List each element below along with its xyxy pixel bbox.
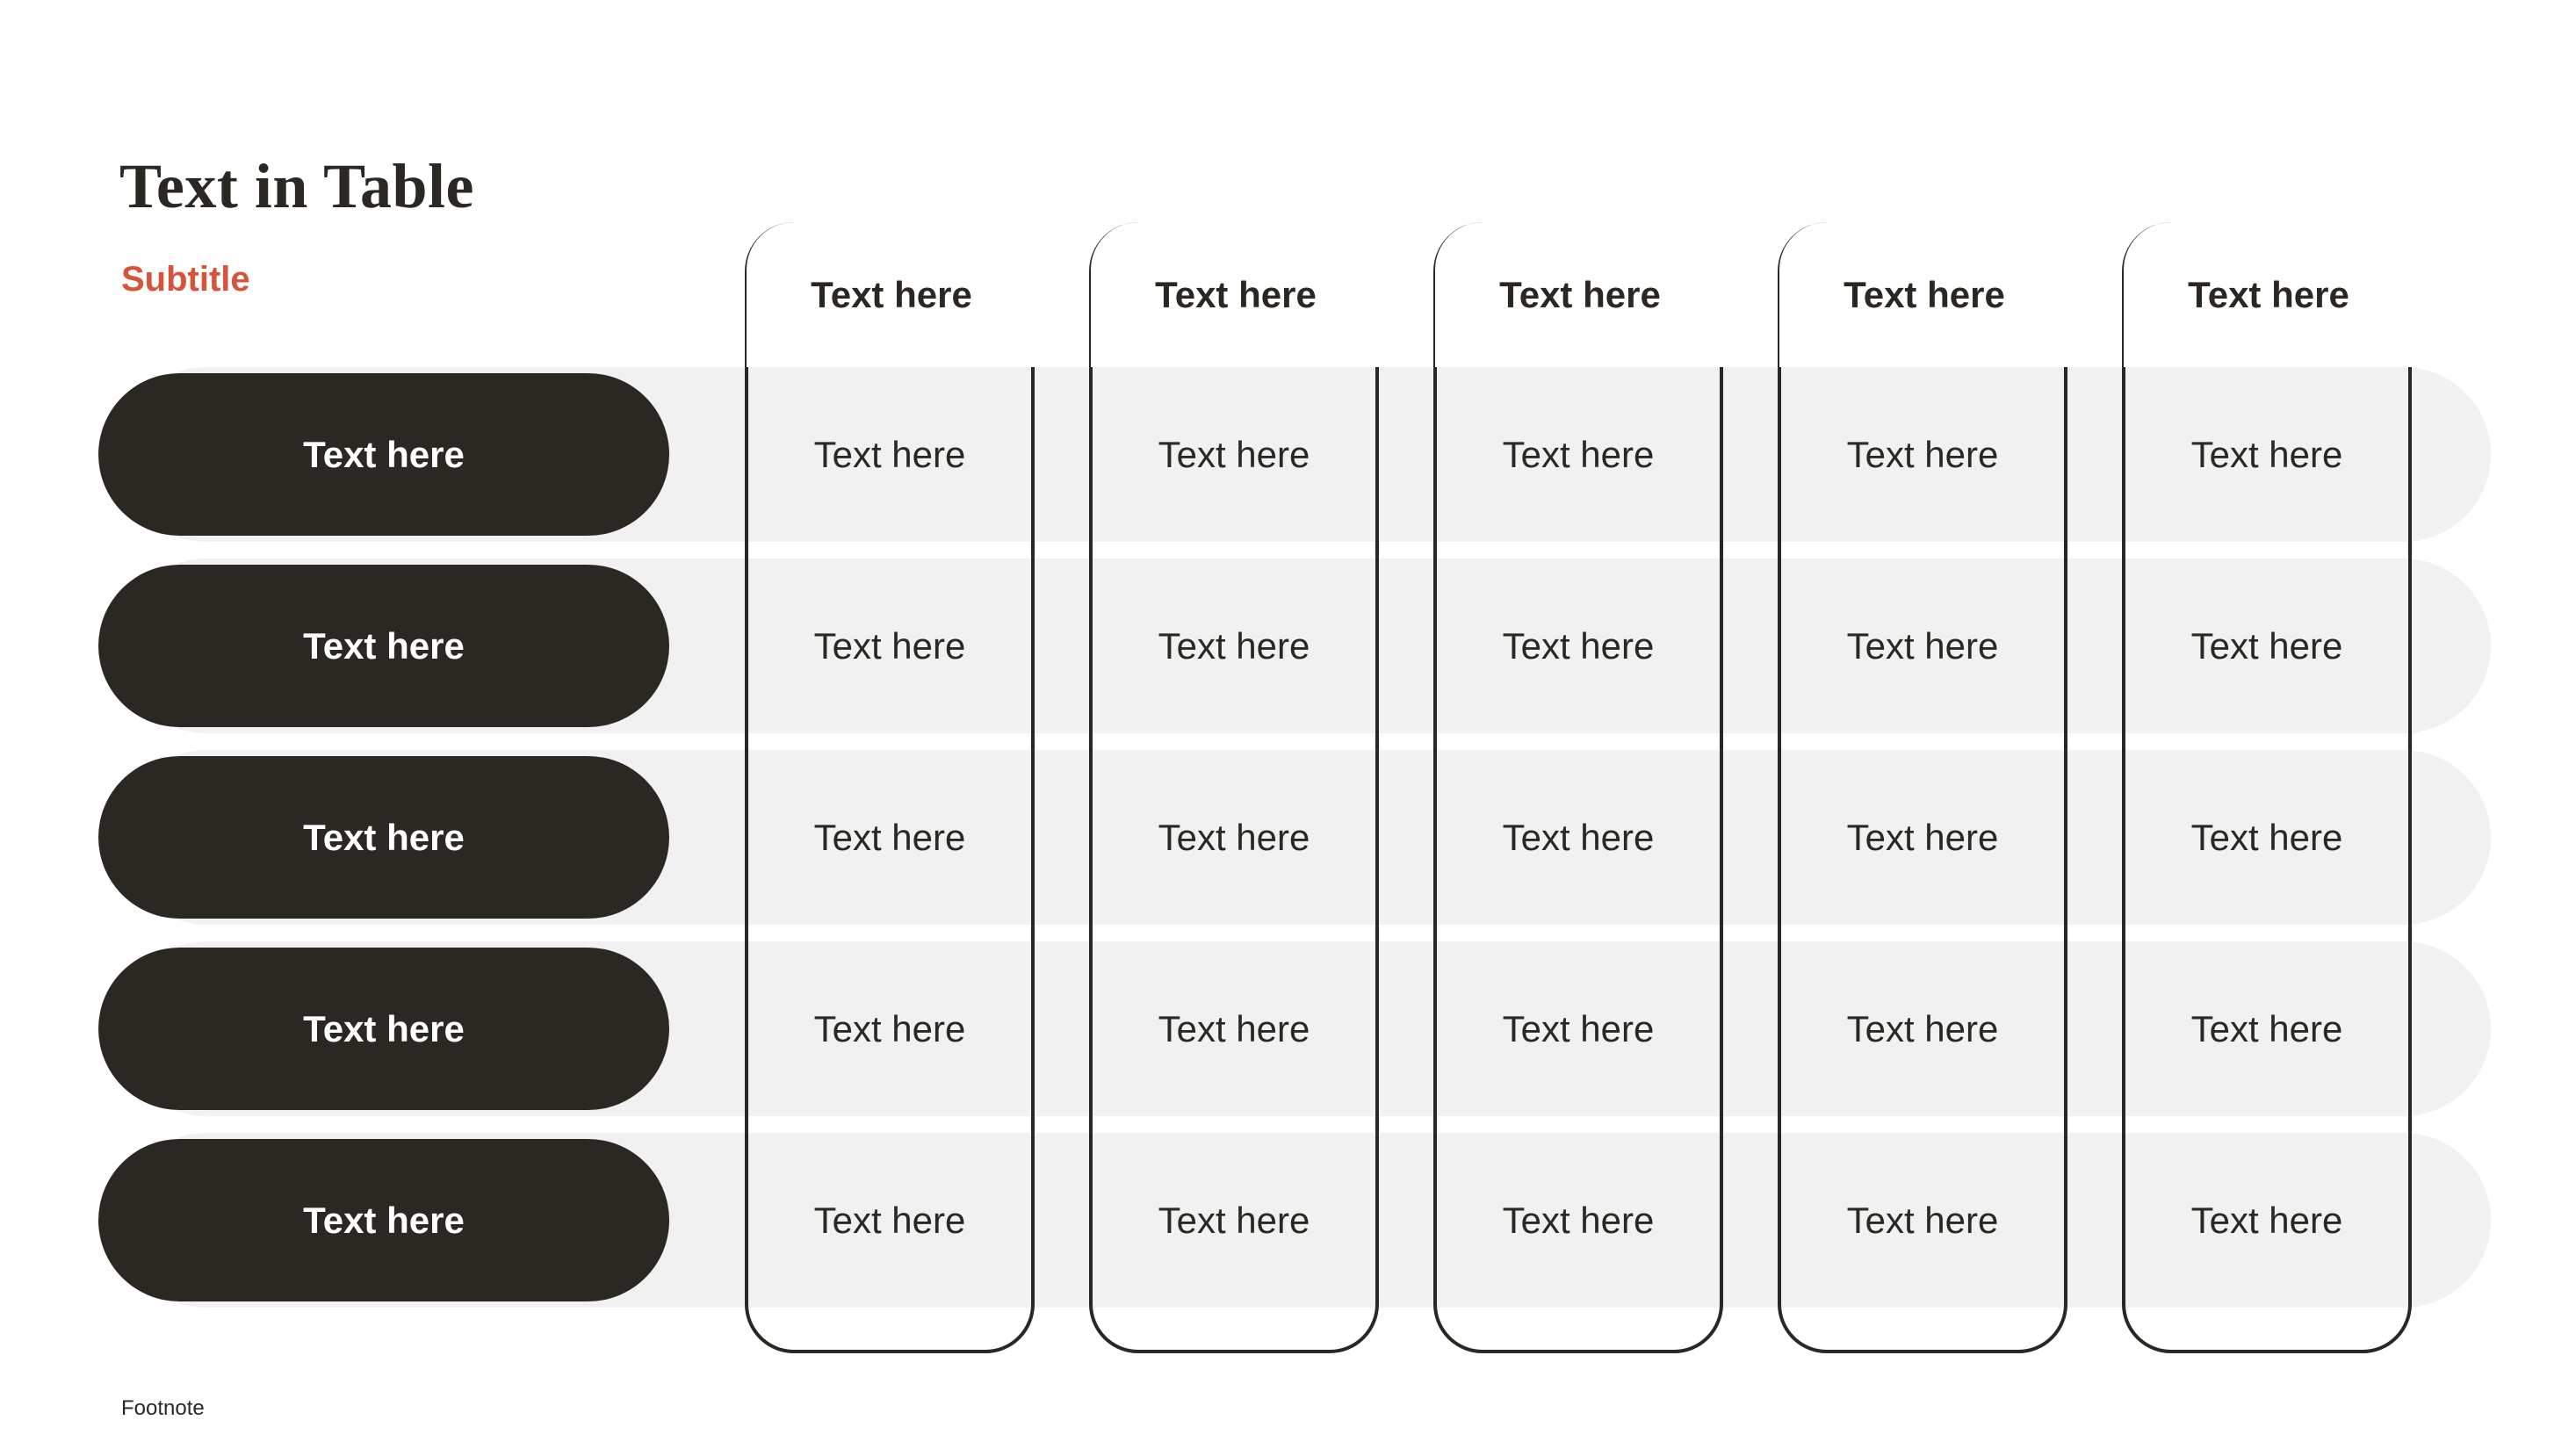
table-cell[interactable]: Text here — [1778, 1133, 2067, 1308]
table-cell[interactable]: Text here — [1089, 750, 1379, 925]
table-cell[interactable]: Text here — [745, 367, 1035, 542]
table-cell-text: Text here — [2190, 1199, 2343, 1241]
table-cell-text: Text here — [2190, 1007, 2343, 1049]
table-cell[interactable]: Text here — [1433, 750, 1723, 925]
table-cell[interactable]: Text here — [745, 559, 1035, 733]
table-cell-text: Text here — [1158, 1007, 1310, 1049]
table-cell-text: Text here — [2190, 624, 2343, 667]
table-cell-text: Text here — [2190, 433, 2343, 475]
table-cell[interactable]: Text here — [1433, 941, 1723, 1116]
table-cell[interactable]: Text here — [1778, 941, 2067, 1116]
footnote: Footnote — [121, 1396, 205, 1420]
table-cell[interactable]: Text here — [1089, 941, 1379, 1116]
table-cell-text: Text here — [1846, 816, 1999, 858]
table-cell-text: Text here — [1502, 624, 1655, 667]
table-cell[interactable]: Text here — [1433, 559, 1723, 733]
table-cell-text: Text here — [1502, 1007, 1655, 1049]
table-cell[interactable]: Text here — [1433, 367, 1723, 542]
table-cell[interactable]: Text here — [1089, 559, 1379, 733]
column-header: Text here — [1779, 222, 2069, 367]
column-header: Text here — [2124, 222, 2414, 367]
column-header-label: Text here — [1844, 273, 2005, 315]
column-header-label: Text here — [1155, 273, 1317, 315]
row-label-pill[interactable]: Text here — [98, 373, 669, 536]
table-cell[interactable]: Text here — [1433, 1133, 1723, 1308]
table-cell[interactable]: Text here — [2122, 941, 2412, 1116]
table-cell[interactable]: Text here — [1778, 367, 2067, 542]
table-cell[interactable]: Text here — [745, 1133, 1035, 1308]
column-header: Text here — [1435, 222, 1725, 367]
table-cell-text: Text here — [1846, 1199, 1999, 1241]
table-cell-text: Text here — [1502, 1199, 1655, 1241]
table-cell-text: Text here — [1502, 816, 1655, 858]
row-label-pill[interactable]: Text here — [98, 565, 669, 727]
table-cell[interactable]: Text here — [2122, 559, 2412, 733]
row-label-pill[interactable]: Text here — [98, 1139, 669, 1301]
table-cell-text: Text here — [1846, 1007, 1999, 1049]
table-cell-text: Text here — [1158, 433, 1310, 475]
row-label-pill[interactable]: Text here — [98, 756, 669, 919]
table-cell-text: Text here — [813, 1007, 966, 1049]
table-cell-text: Text here — [1502, 433, 1655, 475]
table-cell-text: Text here — [1158, 1199, 1310, 1241]
column-header-label: Text here — [811, 273, 972, 315]
table-cell[interactable]: Text here — [1778, 559, 2067, 733]
table-cell[interactable]: Text here — [2122, 750, 2412, 925]
table-cell-text: Text here — [813, 816, 966, 858]
table-cell[interactable]: Text here — [1089, 1133, 1379, 1308]
table-cell[interactable]: Text here — [1778, 750, 2067, 925]
row-label-text: Text here — [303, 816, 465, 858]
column-header: Text here — [747, 222, 1036, 367]
table-cell[interactable]: Text here — [2122, 367, 2412, 542]
page-subtitle: Subtitle — [121, 260, 250, 299]
table-cell-text: Text here — [813, 624, 966, 667]
table-cell-text: Text here — [813, 433, 966, 475]
table-cell[interactable]: Text here — [745, 750, 1035, 925]
table-cell-text: Text here — [1846, 624, 1999, 667]
page-title: Text in Table — [119, 151, 475, 221]
table-cell[interactable]: Text here — [745, 941, 1035, 1116]
row-label-pill[interactable]: Text here — [98, 948, 669, 1110]
table-cell-text: Text here — [1158, 816, 1310, 858]
table-cell-text: Text here — [1158, 624, 1310, 667]
column-header: Text here — [1091, 222, 1381, 367]
column-header-label: Text here — [1499, 273, 1661, 315]
row-label-text: Text here — [303, 1199, 465, 1241]
row-label-text: Text here — [303, 1007, 465, 1049]
table-cell[interactable]: Text here — [2122, 1133, 2412, 1308]
row-label-text: Text here — [303, 433, 465, 475]
table-cell-text: Text here — [813, 1199, 966, 1241]
table-cell-text: Text here — [1846, 433, 1999, 475]
row-label-text: Text here — [303, 624, 465, 667]
table-cell-text: Text here — [2190, 816, 2343, 858]
column-header-label: Text here — [2188, 273, 2349, 315]
table-cell[interactable]: Text here — [1089, 367, 1379, 542]
